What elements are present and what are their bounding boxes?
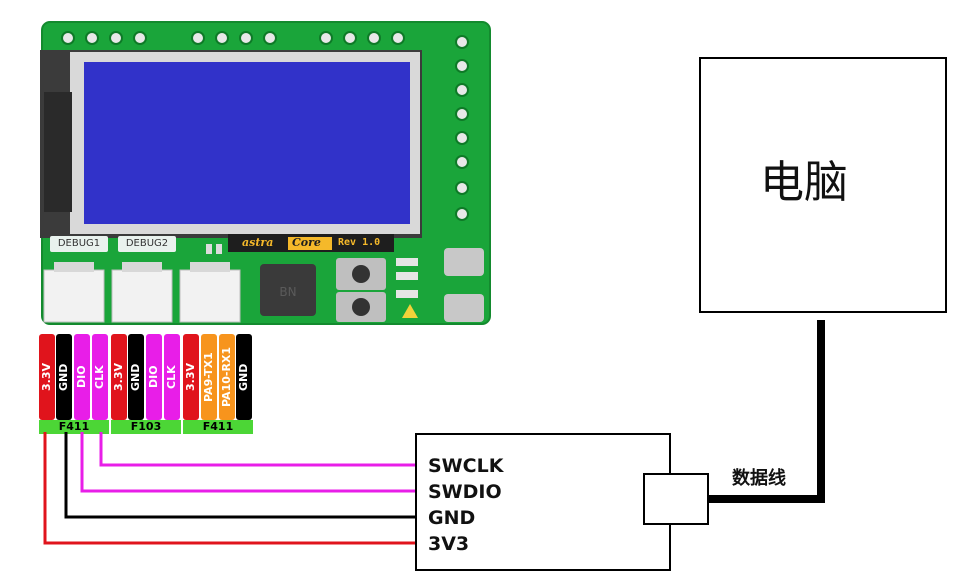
pin-label-7: DIO [147, 365, 160, 389]
pin-bar-6 [128, 334, 144, 420]
pin-label-9: 3.3V [184, 363, 197, 391]
debugger-box [415, 433, 671, 571]
lcd-flex-cable [44, 92, 72, 212]
pin-header-bars [39, 334, 252, 420]
wire-gnd [64, 432, 416, 519]
debug-connectors [43, 269, 241, 323]
signal-gnd: GND [428, 507, 476, 529]
group-bar-1 [39, 420, 109, 434]
pin-label-5: 3.3V [112, 363, 125, 391]
buzzer: BN [260, 264, 316, 316]
board-revision: Rev 1.0 [338, 237, 381, 248]
signal-3v3: 3V3 [428, 533, 470, 555]
pin-group-bars [39, 420, 253, 434]
pin-bar-10 [201, 334, 217, 420]
wire-3v3 [43, 432, 416, 545]
wire-swclk [99, 432, 416, 467]
group-bar-2 [111, 420, 181, 434]
group-label-1: F411 [58, 420, 90, 433]
pin-label-11: PA10-RX1 [220, 346, 233, 408]
right-header-holes [455, 35, 469, 221]
pin-bar-4 [92, 334, 108, 420]
pin-bar-8 [164, 334, 180, 420]
debug2-label: DEBUG2 [118, 236, 176, 252]
group-label-3: F411 [202, 420, 234, 433]
pin-bar-1 [39, 334, 55, 420]
pin-bar-5 [111, 334, 127, 420]
pin-label-10: PA9-TX1 [202, 352, 215, 402]
group-bar-3 [183, 420, 253, 434]
group-label-2: F103 [130, 420, 162, 433]
logo-core: Core [292, 236, 321, 249]
pin-bar-11 [219, 334, 235, 420]
debug1-label: DEBUG1 [50, 236, 108, 252]
pin-label-3: DIO [75, 365, 88, 389]
pin-bar-12 [236, 334, 252, 420]
pin-bar-9 [183, 334, 199, 420]
pin-bar-3 [74, 334, 90, 420]
pin-label-8: CLK [165, 365, 178, 389]
pin-label-6: GND [129, 363, 142, 391]
svg-text:BN: BN [279, 285, 296, 299]
push-buttons [336, 258, 386, 322]
pcb-board: BN [40, 21, 491, 325]
usb-port [643, 473, 709, 525]
pin-bar-2 [56, 334, 72, 420]
pin-bar-7 [146, 334, 162, 420]
lcd-screen [84, 62, 410, 224]
usb-cable [708, 320, 825, 503]
logo-astra: astra [242, 236, 274, 249]
computer-label: 电脑 [760, 157, 848, 208]
cable-label: 数据线 [732, 468, 786, 489]
pin-label-12: GND [237, 363, 250, 391]
pin-label-2: GND [57, 363, 70, 391]
top-header-holes [61, 31, 405, 45]
computer-box [699, 57, 947, 313]
wire-swdio [80, 432, 416, 493]
signal-swclk: SWCLK [428, 455, 504, 477]
pin-label-4: CLK [93, 365, 106, 389]
signal-swdio: SWDIO [428, 481, 502, 503]
pin-label-1: 3.3V [40, 363, 53, 391]
